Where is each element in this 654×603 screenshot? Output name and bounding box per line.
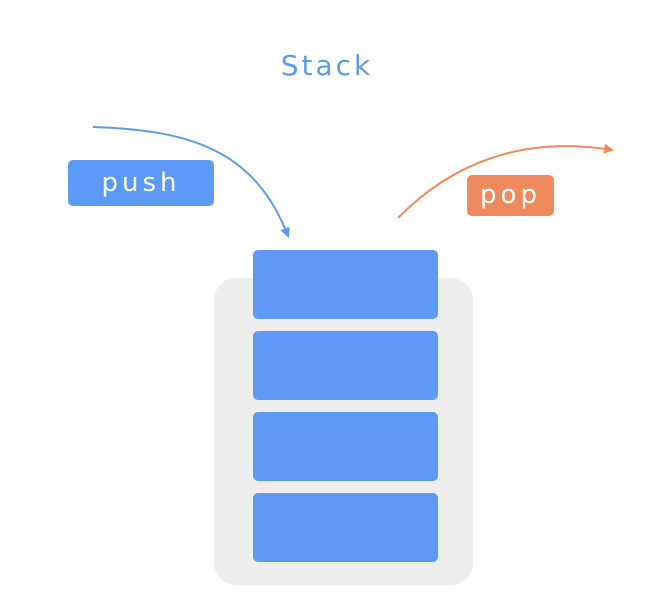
pop-arrow <box>397 143 614 219</box>
push-label: push <box>68 160 214 206</box>
stack-block <box>253 412 438 481</box>
stack-block-bottom <box>253 493 438 562</box>
pop-label: pop <box>467 175 554 216</box>
diagram-title: Stack <box>280 49 374 82</box>
stack-block-top <box>253 250 438 319</box>
stack-block <box>253 331 438 400</box>
push-arrow <box>92 126 290 238</box>
